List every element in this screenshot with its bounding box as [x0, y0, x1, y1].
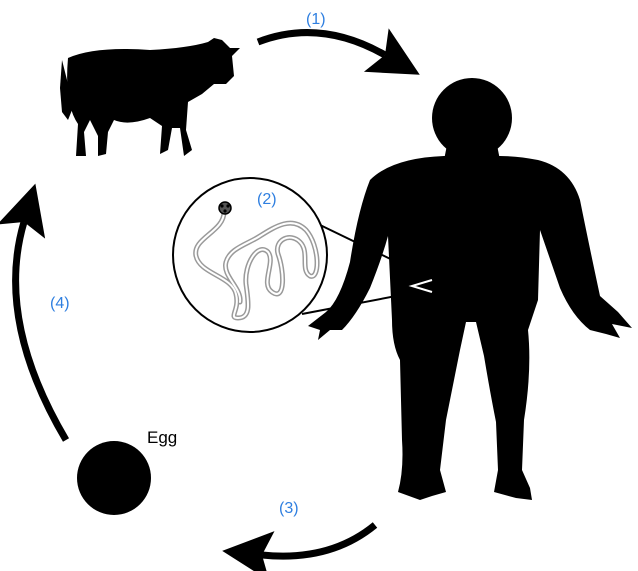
human-silhouette [308, 78, 632, 500]
step-2-label: (2) [257, 191, 277, 208]
step-4-label: (4) [50, 295, 70, 312]
cow-silhouette [60, 38, 240, 156]
step-1-label: (1) [306, 11, 326, 28]
arrow-1-cow-to-human [258, 33, 385, 55]
arrow-4-egg-to-cow [16, 222, 66, 440]
egg-circle [77, 441, 151, 515]
arrow-3-human-to-egg [262, 525, 375, 556]
step-3-label: (3) [279, 500, 299, 517]
egg-label: Egg [147, 428, 177, 447]
